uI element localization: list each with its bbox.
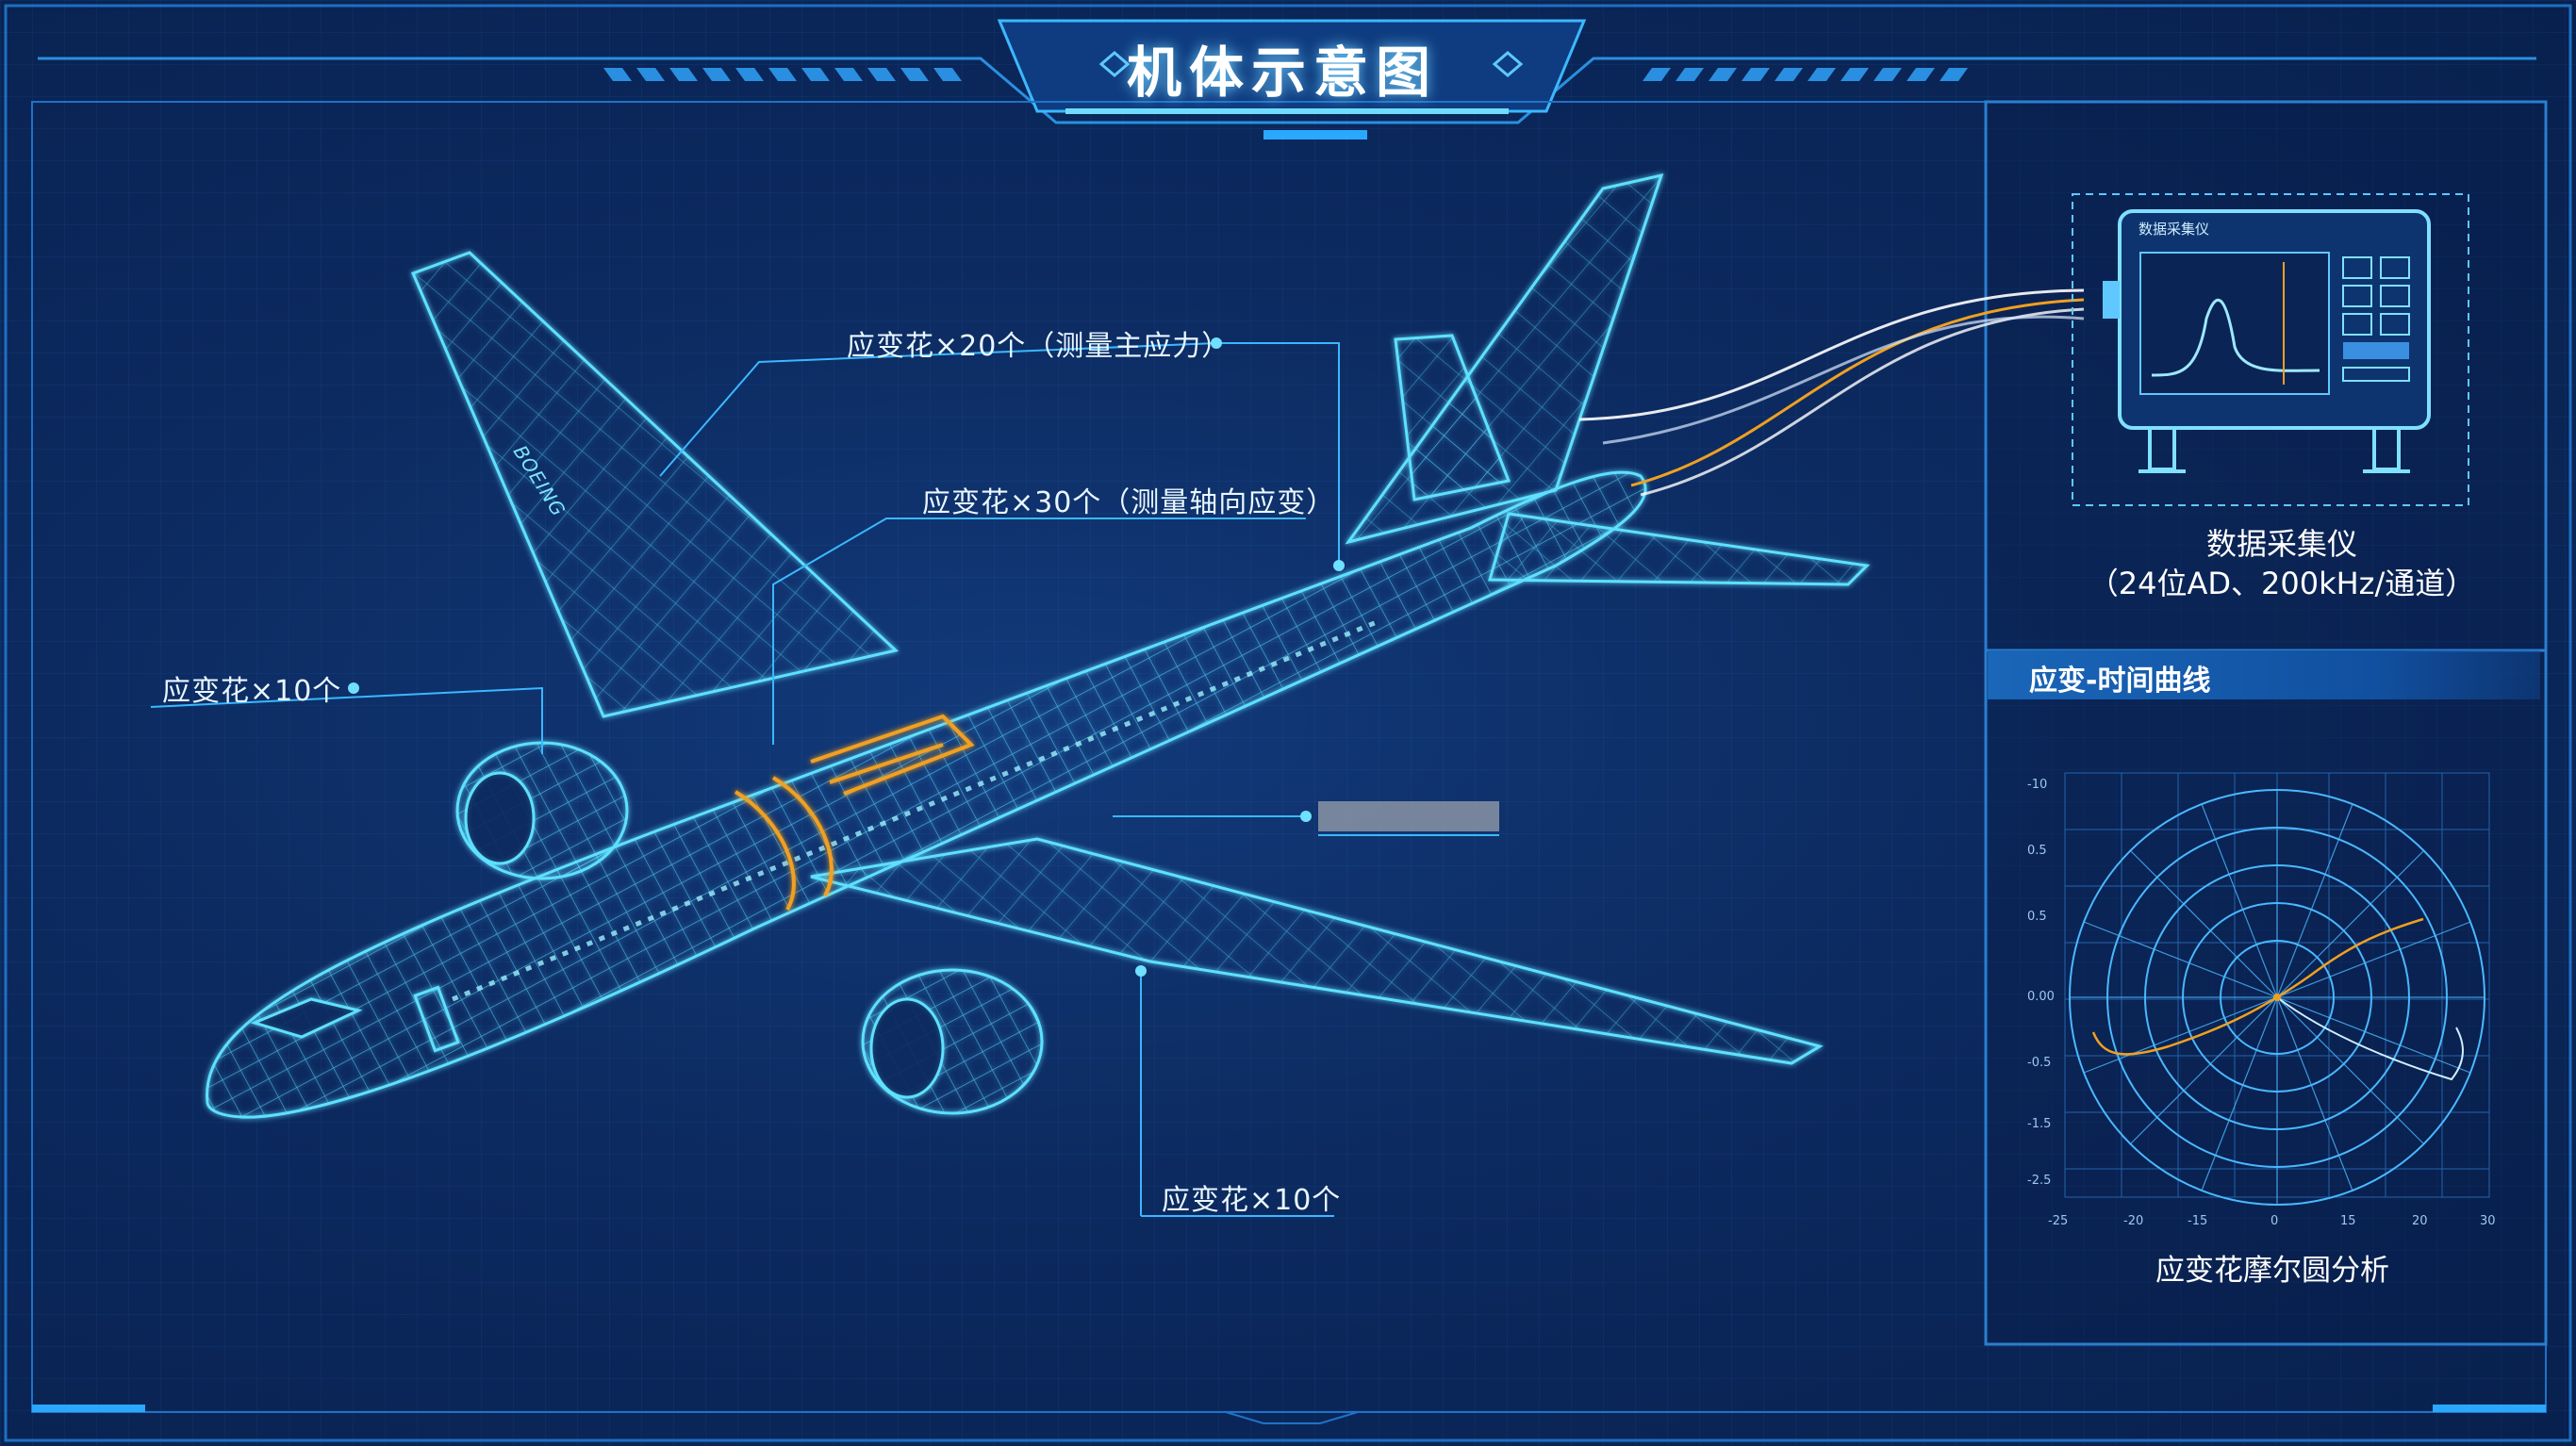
- left-wing: [410, 251, 900, 718]
- daq-screen-title: 数据采集仪: [2138, 221, 2210, 238]
- callout-wing-lower: 应变花×10个: [1162, 1184, 1342, 1217]
- x-tick-4: 15: [2340, 1214, 2356, 1228]
- y-tick-1: 0.5: [2027, 844, 2047, 858]
- daq-device: [2072, 193, 2469, 506]
- x-tick-5: 20: [2412, 1214, 2428, 1228]
- x-tick-0: -25: [2048, 1214, 2069, 1228]
- y-tick-6: -2.5: [2027, 1174, 2052, 1188]
- curve-panel-title: 应变-时间曲线: [2029, 665, 2211, 698]
- curve-panel-header: [1988, 650, 2540, 699]
- y-tick-5: -1.5: [2027, 1117, 2052, 1131]
- daq-label-line2: （24位AD、200kHz/通道）: [2088, 566, 2476, 601]
- daq-label-line1: 数据采集仪: [2205, 526, 2357, 562]
- x-tick-2: -15: [2188, 1214, 2208, 1228]
- x-tick-1: -20: [2123, 1214, 2144, 1228]
- y-tick-2: 0.5: [2027, 910, 2047, 924]
- mohr-caption: 应变花摩尔圆分析: [2155, 1254, 2389, 1288]
- right-wing: [810, 837, 1824, 1065]
- x-tick-6: 30: [2480, 1214, 2496, 1228]
- page-title: 机体示意图: [1126, 41, 1438, 105]
- callout-fuselage: 应变花×30个（测量轴向应变）: [922, 486, 1336, 519]
- callout-wing-root: 应变花×20个（测量主应力）: [847, 330, 1231, 363]
- callout-engine-left: 应变花×10个: [162, 675, 342, 708]
- daq-label: 数据采集仪 （24位AD、200kHz/通道）: [2008, 524, 2555, 603]
- x-tick-3: 0: [2271, 1214, 2279, 1228]
- fuselage: [206, 470, 1647, 1119]
- y-tick-4: -0.5: [2027, 1056, 2052, 1070]
- y-tick-0: -10: [2027, 778, 2048, 792]
- mohr-circle-plot: [2064, 772, 2490, 1206]
- y-tick-3: 0.00: [2027, 990, 2055, 1004]
- left-stabilizer: [1394, 334, 1511, 501]
